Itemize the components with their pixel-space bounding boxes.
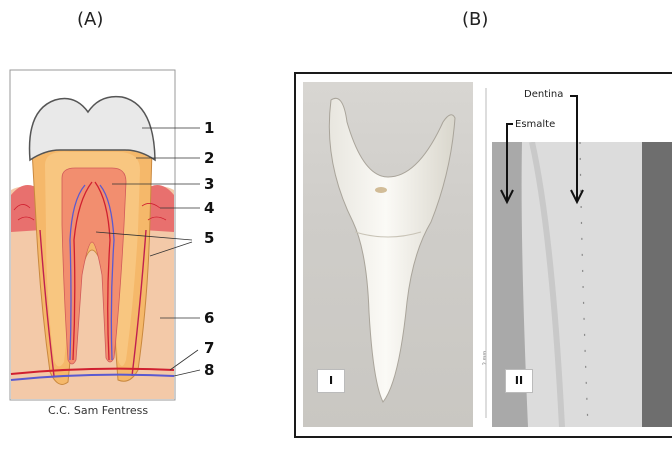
label-4: 4 — [204, 199, 214, 217]
tooth-specimen — [329, 98, 455, 402]
pulp-region — [642, 142, 672, 427]
diagram-credit: C.C. Sam Fentress — [48, 404, 148, 417]
label-3: 3 — [204, 175, 214, 193]
stain-spot — [375, 187, 387, 193]
label-1: 1 — [204, 119, 214, 137]
label-2: 2 — [204, 149, 214, 167]
scale-bar — [484, 88, 488, 418]
label-6: 6 — [204, 309, 214, 327]
dentina-leader — [570, 96, 577, 200]
label-8: 8 — [204, 361, 214, 379]
label-5: 5 — [204, 229, 214, 247]
esmalte-leader — [507, 124, 513, 200]
micrograph-arrows — [495, 90, 595, 210]
photo-ii-label: II — [505, 369, 533, 393]
leader-8 — [174, 370, 200, 376]
photo-i-label: I — [317, 369, 345, 393]
tooth-enamel — [30, 97, 155, 160]
label-7: 7 — [204, 339, 214, 357]
